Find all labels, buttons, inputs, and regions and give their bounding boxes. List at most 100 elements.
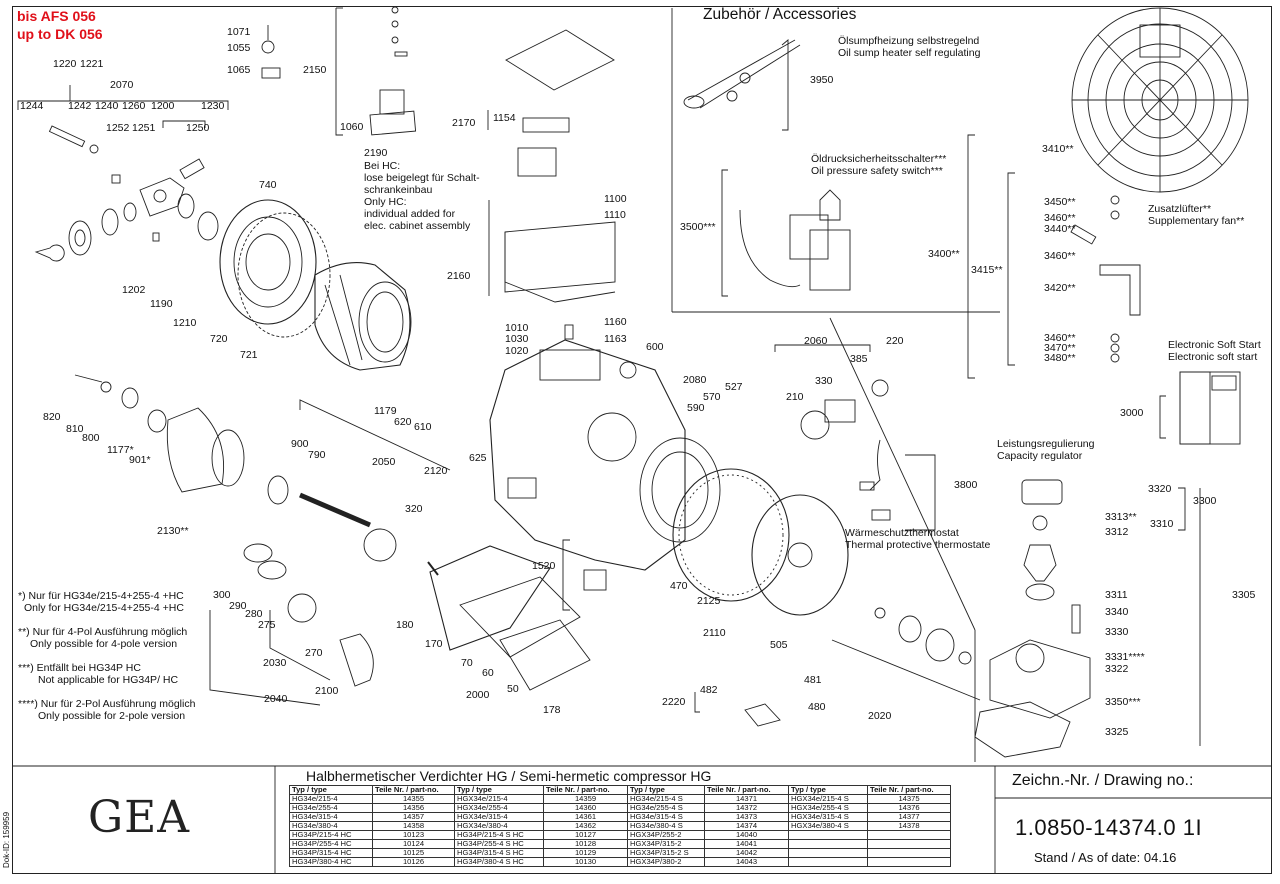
part-label: 1202 — [122, 284, 146, 296]
part-label: 3400** — [928, 248, 960, 260]
part-label: 1190 — [150, 298, 173, 310]
part-label: 610 — [414, 421, 432, 433]
part-label: 2120 — [424, 465, 448, 477]
footnote-en: Only for HG34e/215-4+255-4 +HC — [24, 602, 184, 614]
hc-note-line: Only HC: — [364, 196, 407, 208]
part-number-cell — [867, 839, 951, 849]
part-label: 721 — [240, 349, 258, 361]
part-label: 820 — [43, 411, 61, 423]
part-label: 1163 — [604, 333, 627, 345]
part-label: 2020 — [868, 710, 892, 722]
caption-en: Oil sump heater self regulating — [838, 47, 981, 59]
doc-id: Dok-ID: 159959 — [2, 811, 11, 868]
part-label: 1230 — [201, 100, 225, 112]
type-cell — [788, 830, 868, 840]
caption-en: Thermal protective thermostate — [845, 539, 991, 551]
footnote-de: ***) Entfällt bei HG34P HC — [18, 662, 141, 674]
part-label: 70 — [461, 657, 473, 669]
part-label: 1010 — [505, 322, 529, 334]
part-number-cell: 10130 — [543, 857, 628, 867]
footnote-en: Only possible for 2-pole version — [38, 710, 186, 722]
part-label: 3311 — [1105, 589, 1128, 601]
soft-start-caption: Electronic Soft Start Electronic soft st… — [1168, 339, 1261, 363]
part-label: 1240 — [95, 100, 119, 112]
part-label: 740 — [259, 179, 277, 191]
oil-heater-caption: Ölsumpfheizung selbstregelnd Oil sump he… — [838, 35, 980, 59]
part-label: 3313** — [1105, 511, 1137, 523]
part-label: 810 — [66, 423, 84, 435]
drawing-frame — [12, 6, 1272, 874]
part-label: 1071 — [227, 26, 251, 38]
part-label: 800 — [82, 432, 100, 444]
part-label: 481 — [804, 674, 822, 686]
part-label: 300 — [213, 589, 231, 601]
part-label: 2070 — [110, 79, 134, 91]
part-label: 1221 — [80, 58, 104, 70]
part-label: 3460** — [1044, 250, 1076, 262]
part-label: 901* — [129, 454, 151, 466]
part-label: 170 — [425, 638, 443, 650]
part-label: 470 — [670, 580, 688, 592]
part-label: 2220 — [662, 696, 686, 708]
part-label: 3320 — [1148, 483, 1172, 495]
model-range-de: bis AFS 056 — [17, 8, 96, 24]
part-label: 3420** — [1044, 282, 1076, 294]
drawing-number-label: Zeichn.-Nr. / Drawing no.: — [1012, 772, 1194, 789]
part-label: 3300 — [1193, 495, 1217, 507]
part-label: 2190 — [364, 147, 388, 159]
part-label: 600 — [646, 341, 664, 353]
fan-caption: Zusatzlüfter** Supplementary fan** — [1148, 203, 1244, 227]
part-label: 210 — [786, 391, 804, 403]
type-cell — [788, 848, 868, 858]
part-label: 2160 — [447, 270, 471, 282]
part-label: 330 — [815, 375, 833, 387]
part-label: 50 — [507, 683, 519, 695]
part-label: 625 — [469, 452, 487, 464]
gea-logo: GEA — [88, 792, 191, 843]
part-label: 3340 — [1105, 606, 1129, 618]
capacity-caption: Leistungsregulierung Capacity regulator — [997, 438, 1094, 462]
part-label: 720 — [210, 333, 228, 345]
part-label: 2170 — [452, 117, 476, 129]
part-label: 1154 — [493, 112, 516, 124]
caption-en: Capacity regulator — [997, 450, 1083, 462]
part-label: 320 — [405, 503, 423, 515]
oil-switch-caption: Öldrucksicherheitsschalter*** Oil pressu… — [811, 153, 946, 177]
caption-en: Electronic soft start — [1168, 351, 1258, 363]
part-number-cell: 10126 — [372, 857, 455, 867]
part-label: 1250 — [186, 122, 210, 134]
part-number-cell — [867, 830, 951, 840]
part-label: 3480** — [1044, 352, 1076, 364]
caption-de: Leistungsregulierung — [997, 438, 1095, 450]
footnote-de: *) Nur für HG34e/215-4+255-4 +HC — [18, 590, 184, 602]
part-label: 1065 — [227, 64, 251, 76]
as-of-date: Stand / As of date: 04.16 — [1034, 850, 1177, 865]
part-label: 900 — [291, 438, 309, 450]
part-label: 1252 — [106, 122, 130, 134]
caption-de: Zusatzlüfter** — [1148, 203, 1212, 215]
part-label: 2030 — [263, 657, 287, 669]
part-label: 3331**** — [1105, 651, 1145, 663]
part-label: 180 — [396, 619, 414, 631]
accessories-title: Zubehör / Accessories — [703, 6, 857, 23]
part-label: 1100 — [604, 193, 627, 205]
part-label: 280 — [245, 608, 263, 620]
part-label: 3415** — [971, 264, 1003, 276]
part-label: 2110 — [703, 627, 726, 639]
footnote-de: ****) Nur für 2-Pol Ausführung möglich — [18, 698, 196, 710]
part-label: 3310 — [1150, 518, 1174, 530]
part-label: 1210 — [173, 317, 197, 329]
part-label: 1060 — [340, 121, 364, 133]
part-label: 1020 — [505, 345, 529, 357]
part-label: 290 — [229, 600, 247, 612]
footnote-en: Only possible for 4-pole version — [30, 638, 178, 650]
part-label: 1242 — [68, 100, 92, 112]
part-label: 270 — [305, 647, 323, 659]
caption-de: Ölsumpfheizung selbstregelnd — [838, 35, 980, 47]
part-number-cell: 14378 — [867, 821, 951, 831]
part-label: 220 — [886, 335, 904, 347]
part-label: 2060 — [804, 335, 828, 347]
part-label: 2040 — [264, 693, 288, 705]
